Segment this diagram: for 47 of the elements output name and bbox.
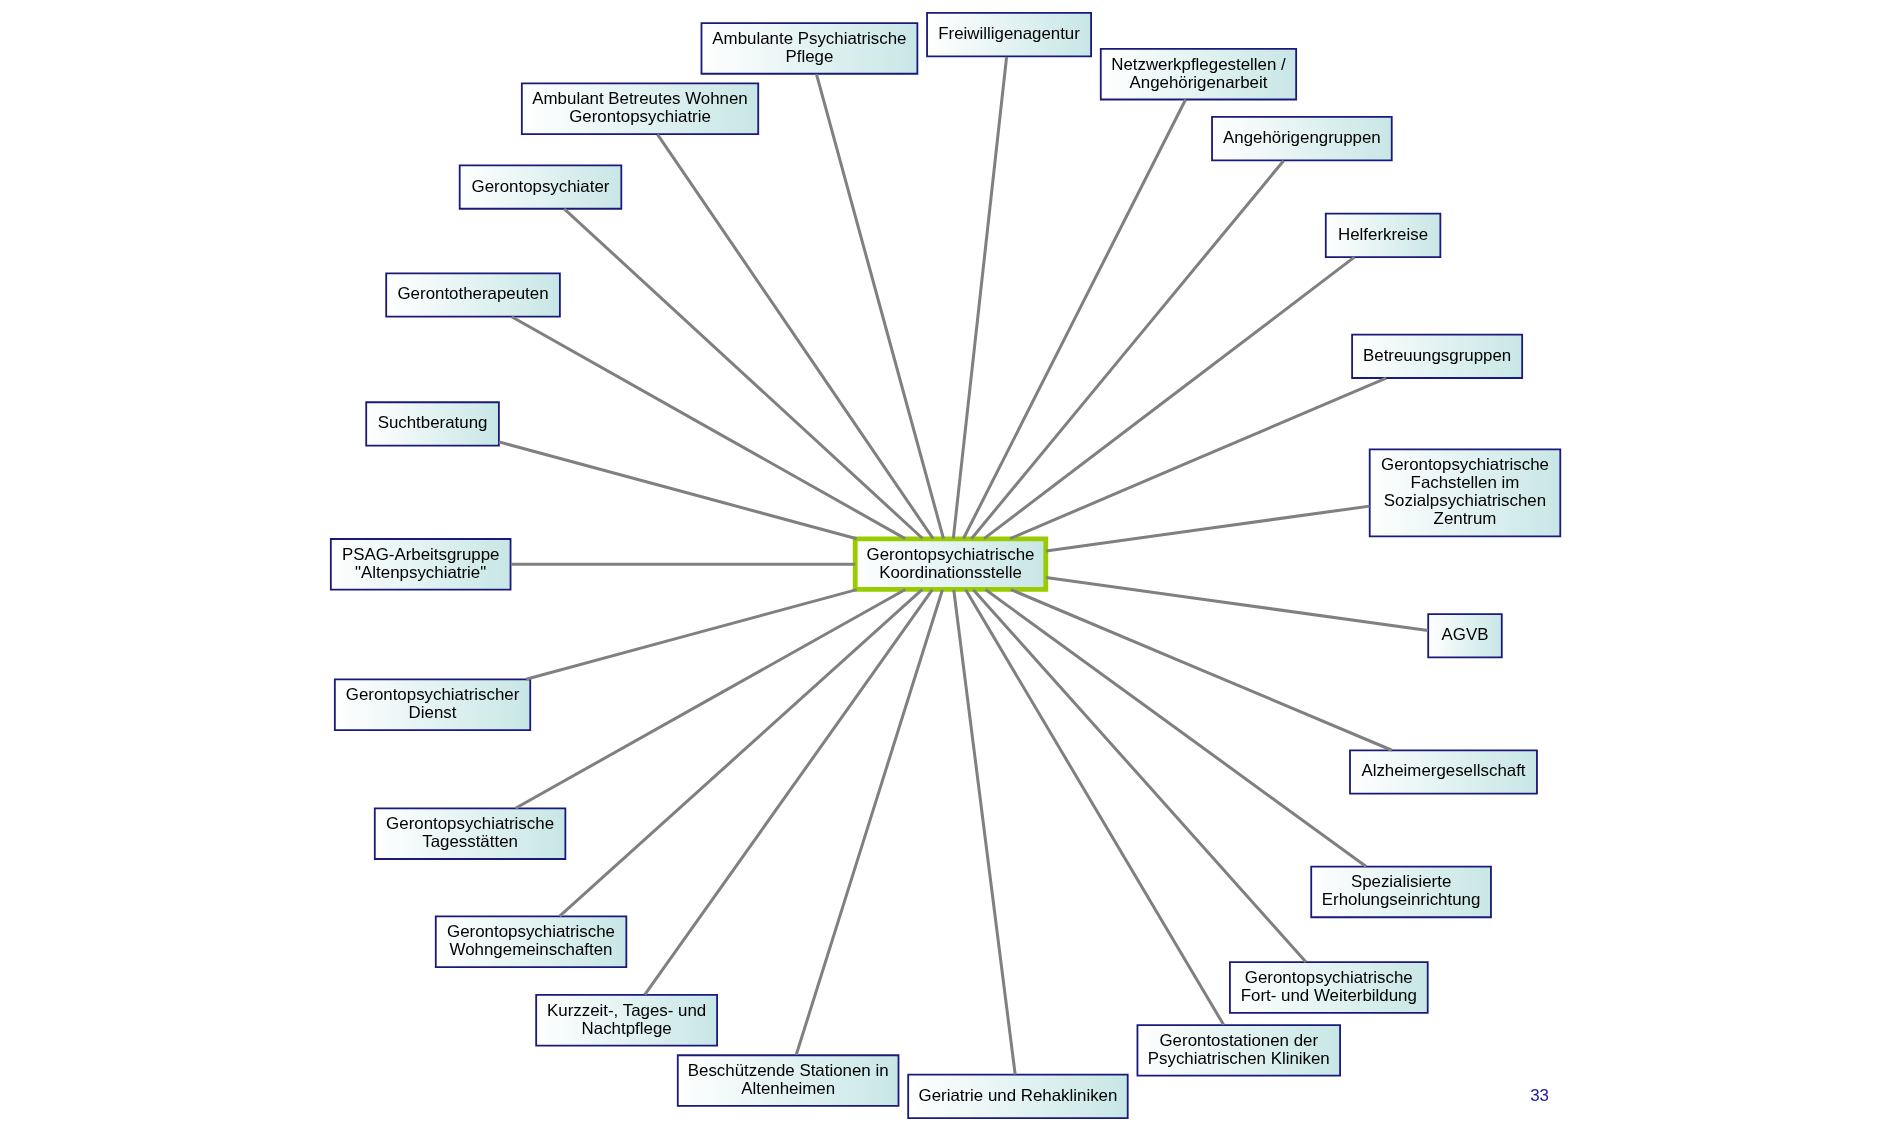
node-box: Ambulante Psychiatrische Pflege: [700, 22, 919, 75]
connector: [514, 588, 907, 810]
connector: [815, 73, 945, 539]
connector: [970, 159, 1285, 540]
node-box: Gerontopsychiatrische Tagesstätten: [373, 807, 567, 860]
node-box: Gerontopsychiatrische Koordinationsstelle: [852, 536, 1049, 592]
node-box: Geriatrie und Rehakliniken: [907, 1073, 1129, 1119]
connector: [510, 315, 906, 540]
connector: [656, 133, 935, 540]
node-box: Gerontostationen der Psychiatrischen Kliniken: [1136, 1024, 1341, 1077]
connector: [951, 56, 1009, 539]
node-box: Gerontopsychiater: [458, 164, 623, 210]
node-box: Netzwerkpflegestellen / Angehörigenarbeit: [1099, 47, 1298, 101]
connector: [984, 588, 1368, 868]
node-box: Ambulant Betreutes Wohnen Gerontopsychiatrie: [520, 82, 760, 135]
label: 33: [1530, 1085, 1549, 1105]
connector: [643, 588, 934, 996]
node-box: Freiwilligenagentur: [926, 12, 1092, 58]
node-box: Gerontotherapeuten: [385, 272, 561, 318]
node-box: Gerontopsychiatrische Wohngemeinschaften: [434, 915, 628, 968]
node-box: Kurzzeit-, Tages- und Nachtpflege: [535, 994, 718, 1047]
connector: [1010, 588, 1393, 752]
connector: [972, 588, 1308, 963]
node-box: Suchtberatung: [365, 401, 500, 447]
connector: [510, 562, 856, 566]
connector: [525, 588, 858, 681]
node-box: Gerontopsychiatrischer Dienst: [333, 678, 532, 731]
connector: [1045, 504, 1370, 553]
node-box: Helferkreise: [1324, 212, 1442, 258]
connector: [952, 589, 1017, 1075]
node-box: PSAG-Arbeitsgruppe "Altenpsychiatrie": [329, 538, 512, 591]
connector: [983, 255, 1356, 540]
node-box: Angehörigengruppen: [1211, 116, 1393, 162]
connector: [962, 98, 1187, 540]
node-box: Gerontopsychiatrische Fachstellen im Sozialpsychiatrischen Zentrum: [1368, 448, 1562, 538]
node-box: Gerontopsychiatrische Fort- und Weiterbildung: [1229, 961, 1429, 1014]
node-box: Betreuungsgruppen: [1351, 333, 1524, 379]
node-box: AGVB: [1427, 613, 1503, 659]
connector: [558, 588, 924, 918]
node-box: Spezialisierte Erholungseinrichtung: [1310, 865, 1492, 919]
connector: [1045, 575, 1429, 633]
node-box: Alzheimergesellschaft: [1349, 749, 1538, 795]
connector: [1009, 376, 1387, 541]
connector: [498, 440, 858, 541]
connector: [563, 207, 924, 540]
node-box: Beschützende Stationen in Altenheimen: [676, 1054, 900, 1107]
connector: [794, 589, 944, 1056]
